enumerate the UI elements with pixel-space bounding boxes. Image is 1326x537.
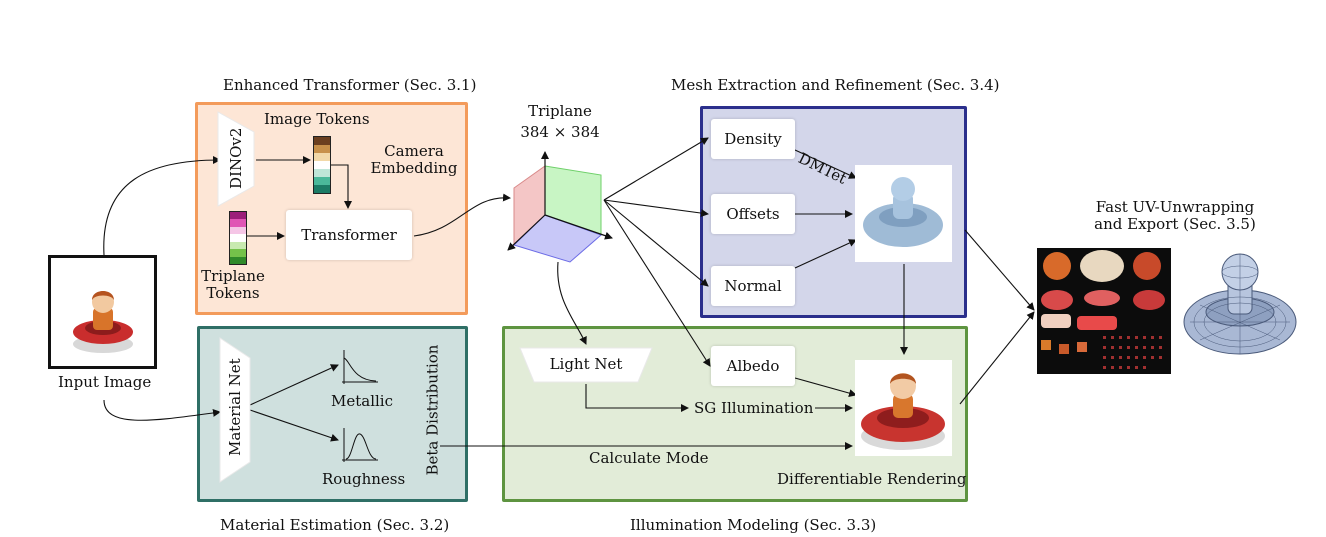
wireframe-mesh-image (1183, 253, 1297, 355)
mesh-render (855, 165, 952, 262)
triplane-tokens-bar (229, 211, 247, 265)
transformer-box: Transformer (286, 210, 412, 260)
triplane-token-cell-5 (230, 249, 246, 257)
export-title: Fast UV-Unwrapping and Export (Sec. 3.5) (1080, 198, 1270, 234)
triplane-tokens-label: Triplane Tokens (198, 267, 268, 303)
material-net-shape (219, 337, 251, 483)
arrow-lightnet-to-sg (585, 384, 689, 412)
albedo-label: Albedo (726, 357, 780, 375)
metallic-plot (342, 350, 378, 384)
rendered-output (855, 360, 952, 456)
triplane-token-cell-6 (230, 256, 246, 264)
export-title-line2: and Export (Sec. 3.5) (1094, 215, 1256, 234)
toy-boat-thumbnail (73, 291, 133, 353)
light-net-shape (519, 347, 653, 383)
triplane-tokens-line2: Tokens (206, 284, 260, 303)
roughness-plot (342, 428, 378, 462)
arrow-render-to-export (959, 311, 1035, 405)
arrow-mesh-to-export (964, 229, 1035, 311)
input-image-label: Input Image (58, 373, 152, 391)
image-token-cell-2 (314, 153, 330, 161)
uv-texture-atlas (1037, 248, 1171, 374)
roughness-label: Roughness (322, 470, 406, 488)
triplane-tokens-line1: Triplane (201, 267, 265, 285)
image-token-cell-5 (314, 177, 330, 185)
arrow-material-to-roughness (249, 409, 339, 442)
dino-shape (217, 111, 255, 207)
arrow-input-to-material (103, 399, 221, 421)
camera-embedding-label: Camera Embedding (364, 142, 464, 178)
input-image-frame (48, 255, 157, 369)
image-token-cell-0 (314, 137, 330, 145)
image-token-cell-1 (314, 145, 330, 153)
rendered-toy-image (861, 373, 945, 450)
sg-illumination-label: SG Illumination (694, 399, 814, 417)
triplane-token-cell-2 (230, 226, 246, 235)
image-tokens-label: Image Tokens (264, 110, 370, 128)
triplane-token-cell-4 (230, 241, 246, 250)
beta-distribution-label: Beta Distribution (423, 344, 442, 476)
dino-label: DINOv2 (227, 127, 245, 189)
camera-embedding-line2: Embedding (370, 159, 458, 178)
arrow-albedo-to-render (794, 377, 857, 397)
transformer-label: Transformer (301, 226, 397, 244)
arrow-triplane-to-lightnet (557, 261, 587, 345)
calculate-mode-label: Calculate Mode (589, 449, 709, 467)
triplane-token-cell-1 (230, 219, 246, 227)
material-title: Material Estimation (Sec. 3.2) (220, 516, 450, 534)
material-net-label: Material Net (226, 358, 244, 456)
triplane-title: Triplane (528, 102, 592, 120)
triplane-token-cell-3 (230, 234, 246, 242)
image-tokens-bar (313, 136, 331, 194)
normal-label: Normal (724, 277, 782, 295)
arrow-triplane-to-albedo (603, 199, 711, 367)
offsets-box: Offsets (711, 194, 795, 234)
transformer-title: Enhanced Transformer (Sec. 3.1) (223, 76, 477, 94)
triplane-glyph (507, 151, 613, 263)
uv-atlas-image (1037, 248, 1171, 374)
offsets-label: Offsets (726, 205, 780, 223)
image-token-cell-6 (314, 185, 330, 193)
arrow-camera-to-transformer (330, 164, 352, 209)
illumination-title: Illumination Modeling (Sec. 3.3) (630, 516, 877, 534)
albedo-box: Albedo (711, 346, 795, 386)
light-net-label: Light Net (549, 355, 623, 373)
export-title-line1: Fast UV-Unwrapping (1095, 198, 1255, 216)
metallic-label: Metallic (331, 392, 393, 410)
density-label: Density (724, 130, 782, 148)
arrow-material-to-metallic (249, 364, 339, 406)
density-box: Density (711, 119, 795, 159)
wireframe-mesh (1180, 250, 1300, 360)
image-token-cell-3 (314, 161, 330, 169)
arrow-triplane-to-density (603, 137, 709, 201)
mesh-title: Mesh Extraction and Refinement (Sec. 3.4… (671, 76, 1000, 94)
arrow-transformer-to-triplane (413, 193, 511, 237)
image-token-cell-4 (314, 169, 330, 177)
triplane-token-cell-0 (230, 212, 246, 220)
mesh-shape-image (863, 177, 943, 247)
arrow-triplane-to-normal (603, 199, 709, 287)
arrow-input-to-dino (103, 156, 221, 256)
normal-box: Normal (711, 266, 795, 306)
arrow-normal-to-mesh (794, 239, 857, 269)
differentiable-rendering-label: Differentiable Rendering (777, 470, 967, 488)
camera-embedding-line1: Camera (384, 142, 444, 160)
arrow-triplane-to-offsets (603, 199, 709, 218)
triplane-resolution: 384 × 384 (520, 123, 600, 141)
arrow-density-to-mesh (794, 149, 857, 179)
